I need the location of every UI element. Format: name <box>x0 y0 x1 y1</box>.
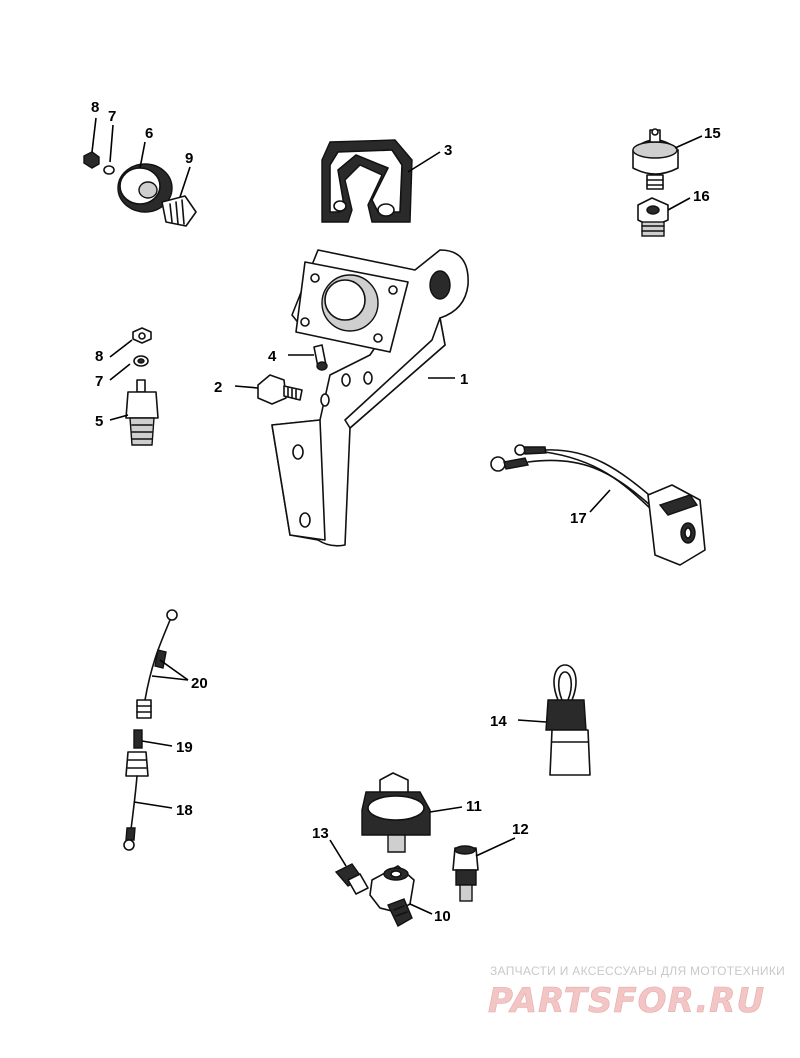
callout-20: 20 <box>191 675 208 692</box>
callout-18: 18 <box>176 802 193 819</box>
callout-16: 16 <box>693 188 710 205</box>
elbow-fitting-part <box>369 865 415 927</box>
switch-part <box>452 845 479 902</box>
callout-2: 2 <box>214 379 222 396</box>
callout-3: 3 <box>444 142 452 159</box>
callout-13: 13 <box>312 825 329 842</box>
callout-7-middle: 7 <box>95 373 103 390</box>
clip-part <box>321 139 413 223</box>
callout-10: 10 <box>434 908 451 925</box>
ground-lead-part <box>123 729 149 851</box>
callout-17: 17 <box>570 510 587 527</box>
sensor-lead-part <box>136 609 178 719</box>
bracket-part <box>271 249 469 547</box>
callout-8-middle: 8 <box>95 348 103 365</box>
wiring-harness-part <box>490 444 706 566</box>
oil-pressure-sender-part <box>83 151 197 227</box>
adapter-fitting-part <box>637 197 669 237</box>
leader-lines <box>91 117 703 915</box>
callout-5: 5 <box>95 413 103 430</box>
callout-8-top: 8 <box>91 99 99 116</box>
callout-11: 11 <box>466 798 482 815</box>
screw-part <box>313 344 328 371</box>
callout-1: 1 <box>460 371 468 388</box>
pressure-switch-part <box>632 128 679 190</box>
callout-4: 4 <box>268 348 277 365</box>
watermark-tagline: ЗАПЧАСТИ И АКСЕССУАРЫ ДЛЯ МОТОТЕХНИКИ <box>490 964 785 978</box>
callout-14: 14 <box>490 713 507 730</box>
watermark-logo: PARTSFOR.RU <box>488 981 765 1021</box>
callout-19: 19 <box>176 739 193 756</box>
fitting-part <box>334 863 369 895</box>
watermark: ЗАПЧАСТИ И АКСЕССУАРЫ ДЛЯ МОТОТЕХНИКИ PA… <box>488 964 785 1021</box>
bolt-part <box>257 374 303 405</box>
temperature-sender-part <box>125 327 159 446</box>
connector-part <box>545 664 591 776</box>
callout-labels: 1 2 3 4 5 6 7 7 8 8 9 10 11 12 13 14 15 … <box>91 99 721 925</box>
callout-15: 15 <box>704 125 721 142</box>
callout-9: 9 <box>185 150 193 167</box>
callout-7-top: 7 <box>108 108 116 125</box>
sender-unit-part <box>361 772 431 853</box>
callout-6: 6 <box>145 125 153 142</box>
callout-12: 12 <box>512 821 529 838</box>
